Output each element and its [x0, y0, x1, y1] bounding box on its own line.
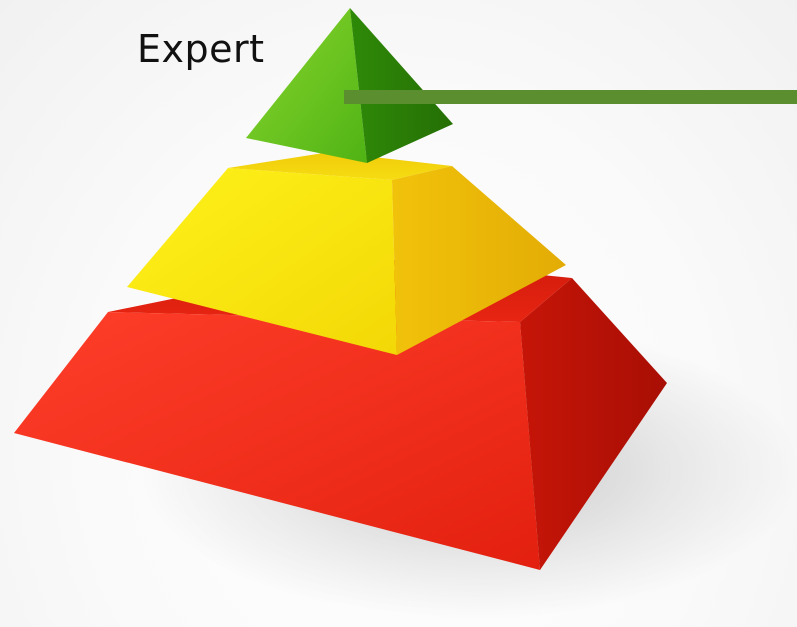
tier-top	[246, 8, 453, 163]
tier-label-top: Expert	[137, 27, 265, 71]
tier-bottom-right-face	[520, 278, 667, 570]
leader-line-bar	[344, 90, 797, 104]
tier-top-right-face	[350, 8, 453, 163]
tier-middle-right-face	[392, 166, 566, 355]
tier-middle	[127, 152, 566, 355]
leader-line	[344, 90, 797, 104]
tier-bottom-front-face	[14, 312, 540, 570]
tier-middle-top-face	[228, 152, 452, 180]
tier-middle-front-face	[127, 168, 397, 355]
tier-top-front-face	[246, 8, 367, 163]
